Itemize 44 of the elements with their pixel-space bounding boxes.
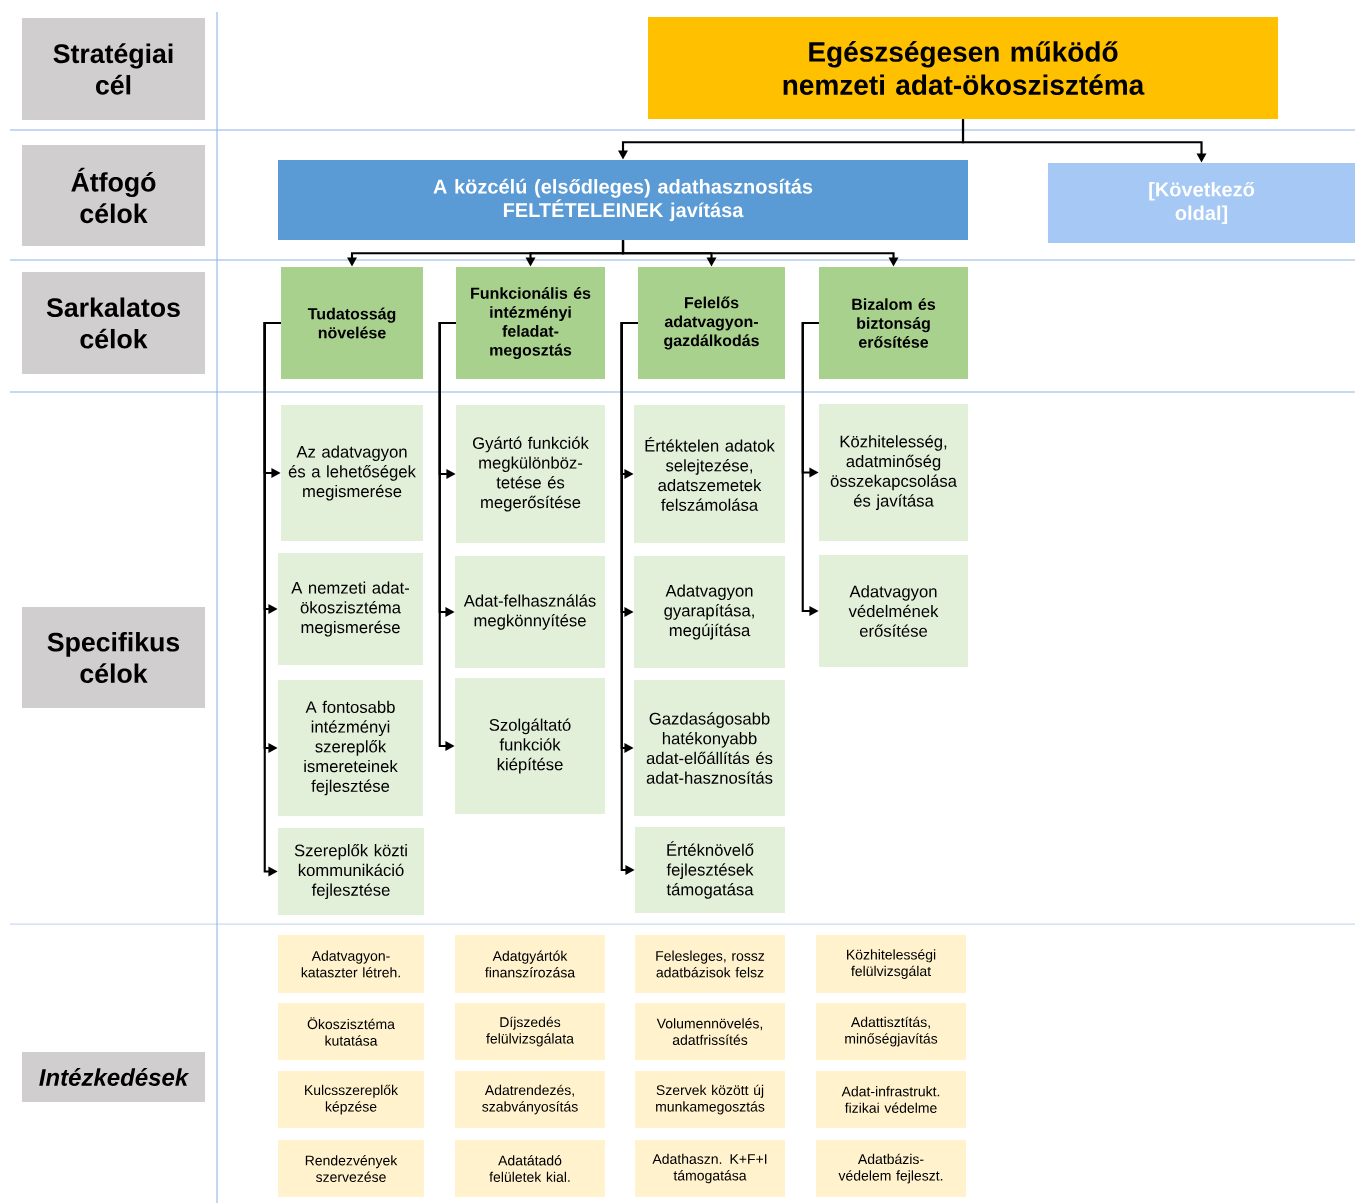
- measure-box: Adatátadó felületek kial.: [455, 1140, 605, 1197]
- measure-box: Rendezvények szervezése: [278, 1140, 424, 1197]
- specific-goal-box: Az adatvagyon és a lehetőségek megismerése: [281, 405, 423, 541]
- measure-box: Adattisztítás, minőségjavítás: [816, 1003, 966, 1060]
- level-label-box: Stratégiai cél: [22, 18, 205, 120]
- measure-box: Közhitelességi felülvizsgálat: [816, 935, 966, 993]
- measure-box: Adatrendezés, szabványosítás: [455, 1071, 605, 1128]
- pillar-box: Bizalom és biztonság erősítése: [819, 267, 968, 379]
- level-label-box: Intézkedések: [22, 1052, 205, 1102]
- level-label-box: Sarkalatos célok: [22, 272, 205, 374]
- connector-arrow: [801, 321, 819, 616]
- specific-goal-box: Értéktelen adatok selejtezése, adatszemetek felszámolása: [634, 405, 785, 543]
- measure-box: Adatgyártók finanszírozása: [455, 935, 605, 993]
- next-page-box: [Következő oldal]: [1048, 163, 1355, 243]
- measure-box: Adatvagyon-kataszter létreh.: [278, 935, 424, 993]
- measure-box: Volumennövelés, adatfrissítés: [635, 1003, 785, 1060]
- level-label-box: Átfogó célok: [22, 145, 205, 246]
- pillar-box: Funkcionális és intézményi feladat-megosztás: [456, 267, 605, 379]
- specific-goal-box: A nemzeti adat-ökoszisztéma megismerése: [278, 553, 423, 665]
- level-label-box: Specifikus célok: [22, 607, 205, 708]
- specific-goal-box: Szolgáltató funkciók kiépítése: [455, 678, 605, 814]
- objective-box: A közcélú (elsődleges) adathasznosítás FELTÉTELEINEK javítása: [278, 160, 968, 240]
- specific-goal-box: Adatvagyon gyarapítása, megújítása: [634, 556, 785, 668]
- specific-goal-box: Adat-felhasználás megkönnyítése: [455, 556, 605, 668]
- measure-box: Ökoszisztéma kutatása: [278, 1003, 424, 1060]
- pillar-box: Felelős adatvagyon-gazdálkodás: [638, 267, 785, 379]
- measure-box: Kulcsszereplők képzése: [278, 1071, 424, 1128]
- measure-box: Szervek között új munkamegosztás: [635, 1071, 785, 1128]
- measure-box: Felesleges, rossz adatbázisok felsz: [635, 935, 785, 993]
- specific-goal-box: Adatvagyon védelmének erősítése: [819, 555, 968, 667]
- measure-box: Adathaszn. K+F+I támogatása: [635, 1140, 785, 1197]
- pillar-box: Tudatosság növelése: [281, 267, 423, 379]
- specific-goal-box: Gyártó funkciók megkülönböz-tetése és megerősítése: [456, 405, 605, 543]
- measure-box: Díjszedés felülvizsgálata: [455, 1003, 605, 1060]
- specific-goal-box: A fontosabb intézményi szereplők ismereteinek fejlesztése: [278, 680, 423, 816]
- specific-goal-box: Értéknövelő fejlesztések támogatása: [635, 827, 785, 913]
- strategic-goal-box: Egészségesen működő nemzeti adat-ökoszisztéma: [648, 17, 1278, 119]
- connector-arrow: [438, 321, 456, 751]
- specific-goal-box: Közhitelesség, adatminőség összekapcsolása és javítása: [819, 404, 968, 541]
- connector-arrow: [620, 321, 638, 875]
- measure-box: Adat-infrastrukt. fizikai védelme: [816, 1071, 966, 1128]
- measure-box: Adatbázis-védelem fejleszt.: [816, 1140, 966, 1197]
- specific-goal-box: Szereplők közti kommunikáció fejlesztése: [278, 828, 424, 915]
- specific-goal-box: Gazdaságosabb hatékonyabb adat-előállítás és adat-hasznosítás: [634, 680, 785, 816]
